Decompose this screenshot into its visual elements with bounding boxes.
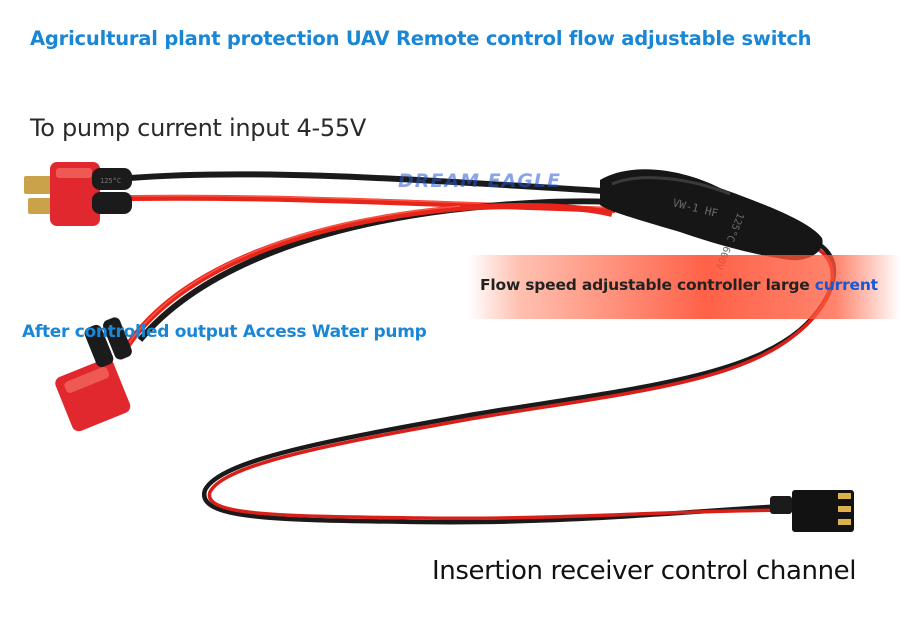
- output-wire-pair: [125, 198, 613, 347]
- servo-plug: [770, 490, 854, 532]
- flow-label-banner: [468, 255, 900, 319]
- flow-controller-label: Flow speed adjustable controller large c…: [480, 276, 878, 294]
- flow-controller-label-highlight: current: [814, 276, 878, 294]
- controlled-output-label: After controlled output Access Water pum…: [22, 322, 427, 342]
- flow-controller-label-main: Flow speed adjustable controller large: [480, 276, 815, 294]
- sleeve-marking-text: 125°C: [100, 177, 121, 185]
- page-title: Agricultural plant protection UAV Remote…: [30, 27, 812, 50]
- servo-lead: [201, 237, 837, 525]
- output-t-connector: [55, 317, 132, 432]
- input-t-connector: 125°C: [24, 162, 132, 226]
- brand-watermark: DREAM EAGLE: [398, 170, 561, 192]
- receiver-channel-label: Insertion receiver control channel: [432, 556, 857, 586]
- pump-input-label: To pump current input 4-55V: [30, 114, 366, 142]
